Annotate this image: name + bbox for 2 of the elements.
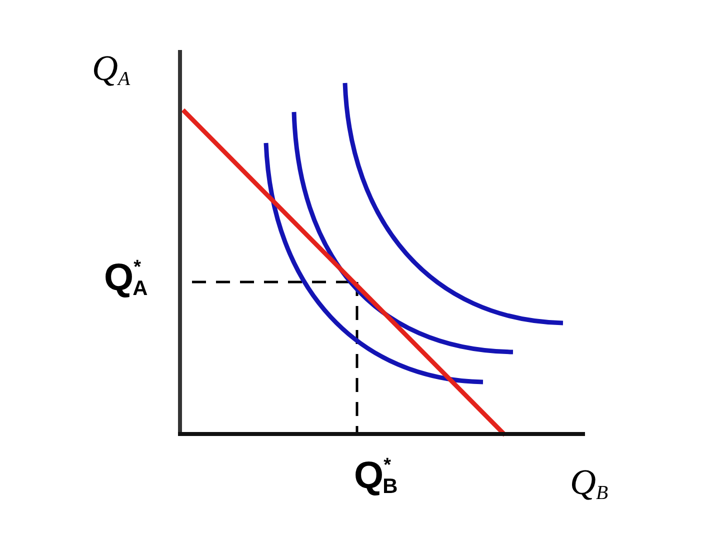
axis-label: Q$_{B}$ <box>570 464 608 504</box>
axis-label: Q$_{A}$ <box>92 50 130 90</box>
